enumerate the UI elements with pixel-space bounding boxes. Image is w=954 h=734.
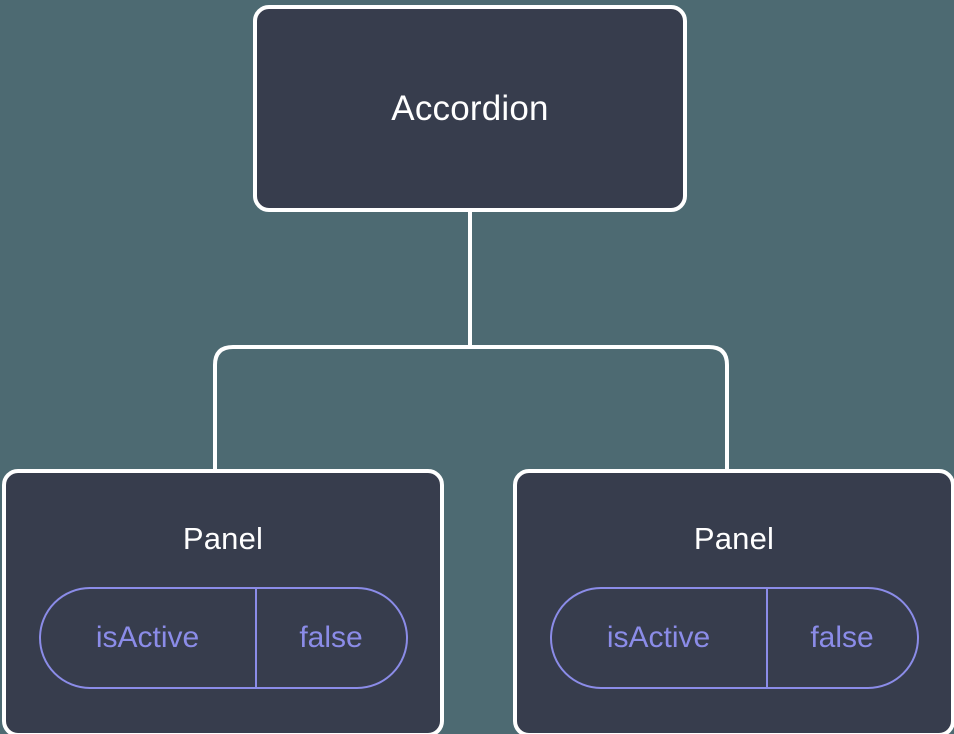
prop-badge-isactive-right[interactable]: isActive false (549, 587, 919, 689)
node-panel-left[interactable]: Panel isActive false (2, 469, 444, 734)
node-accordion-title: Accordion (391, 88, 549, 128)
prop-value: false (810, 621, 874, 654)
prop-key: isActive (41, 589, 257, 687)
node-panel-right[interactable]: Panel isActive false (513, 469, 954, 734)
edge-root-to-panel-right (470, 345, 729, 473)
node-accordion[interactable]: Accordion (253, 5, 687, 212)
prop-badge-isactive-left[interactable]: isActive false (38, 587, 408, 689)
prop-value: false (299, 621, 363, 654)
prop-key: isActive (552, 589, 768, 687)
node-panel-right-title: Panel (693, 521, 775, 556)
node-panel-left-title: Panel (182, 521, 264, 556)
edge-root-to-panel-left (213, 345, 470, 473)
